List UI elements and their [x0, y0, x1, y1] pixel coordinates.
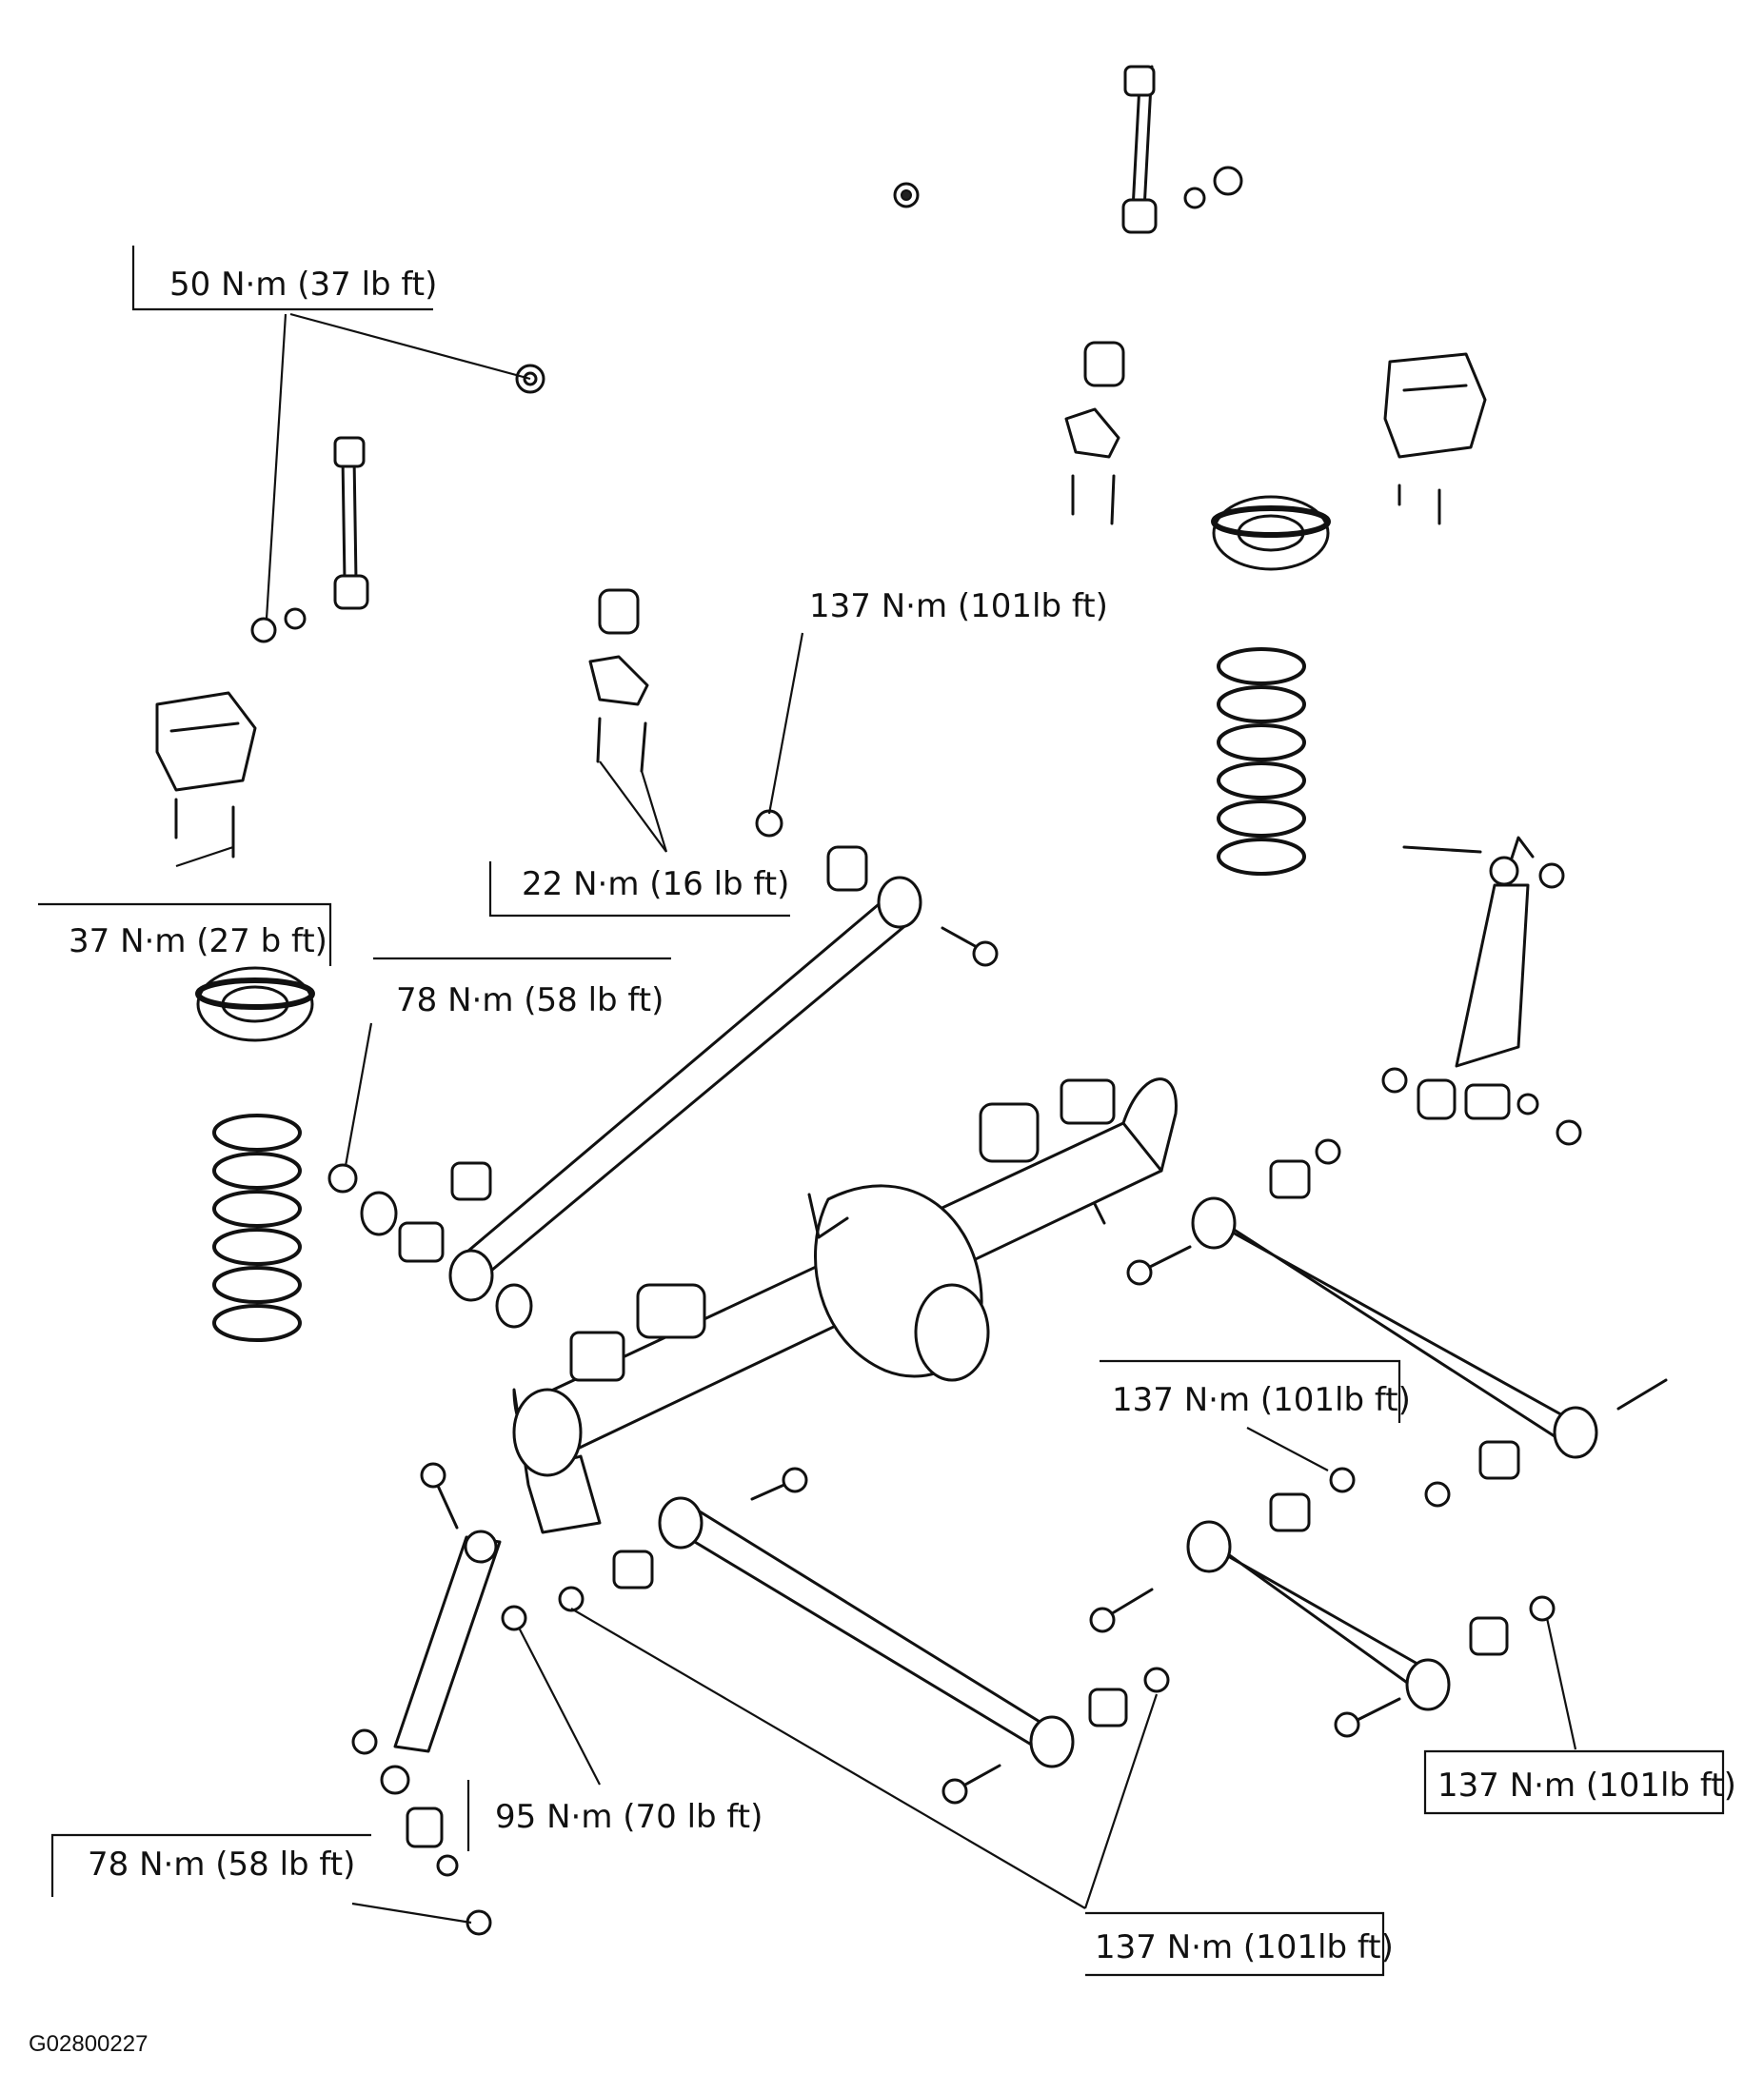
torque-label-shock-lower-nut: 95 N·m (70 lb ft) [466, 1627, 763, 1851]
lateral-rod [448, 845, 999, 1302]
bushings-left-cluster [327, 1161, 533, 1329]
bump-stopper-left [155, 691, 257, 859]
label-137-nm-right-upper: 137 N·m (101lb ft) [1112, 1381, 1411, 1419]
spring-seat-right [1211, 495, 1331, 571]
label-37-nm: 37 N·m (27 b ft) [69, 922, 327, 960]
torque-label-lower-arm-left: 137 N·m (101lb ft) [570, 1608, 1394, 1977]
label-22-nm: 22 N·m (16 lb ft) [522, 865, 789, 903]
axle-housing [512, 1077, 1178, 1534]
bump-stopper-right [1383, 352, 1487, 525]
coil-spring-left [212, 1114, 302, 1342]
label-137-nm-right-lower: 137 N·m (101lb ft) [1437, 1767, 1736, 1805]
nut-upper-arm-right [1269, 1467, 1356, 1532]
label-50-nm: 50 N·m (37 lb ft) [169, 266, 437, 304]
stabilizer-link-left [250, 436, 369, 643]
figure-code: G02800227 [29, 2031, 148, 2057]
lower-arm-right [1186, 1520, 1556, 1738]
nut-upper-arm [755, 809, 783, 838]
label-137-nm-top: 137 N·m (101lb ft) [809, 587, 1108, 625]
upper-arm-right [1126, 1138, 1668, 1508]
torque-label-lower-arm-right-upper: 137 N·m (101lb ft) [1100, 1359, 1411, 1471]
torque-label-upper-arm: 137 N·m (101lb ft) [767, 587, 1108, 815]
bushing-bracket-right [1064, 341, 1125, 525]
label-95-nm: 95 N·m (70 lb ft) [495, 1798, 763, 1836]
shock-absorber-left [351, 1462, 585, 1936]
torque-label-shock-upper-nut: 78 N·m (58 lb ft) [50, 1833, 472, 1925]
shock-absorber-right [1381, 836, 1582, 1146]
torque-label-bump-stopper: 37 N·m (27 b ft) [38, 845, 332, 966]
label-137-nm-lower-left: 137 N·m (101lb ft) [1095, 1928, 1394, 1966]
stabilizer-bar [453, 158, 1108, 499]
torque-label-bushing-bracket: 22 N·m (16 lb ft) [488, 760, 790, 918]
label-78-nm-lower: 78 N·m (58 lb ft) [88, 1846, 355, 1884]
stabilizer-nut-top [893, 182, 920, 208]
bushing-bracket-center [588, 588, 649, 773]
coil-spring-right [1217, 647, 1306, 876]
torque-label-lateral-rod-nut: 78 N·m (58 lb ft) [344, 957, 671, 1167]
label-78-nm-upper: 78 N·m (58 lb ft) [396, 981, 664, 1019]
torque-label-stabilizer-nut: 50 N·m (37 lb ft) [131, 246, 531, 620]
torque-label-lower-arm-right-lower: 137 N·m (101lb ft) [1423, 1617, 1736, 1815]
stabilizer-link-right [1121, 65, 1243, 234]
lower-arm-left [612, 1467, 1170, 1805]
spring-seat-left [195, 966, 315, 1042]
